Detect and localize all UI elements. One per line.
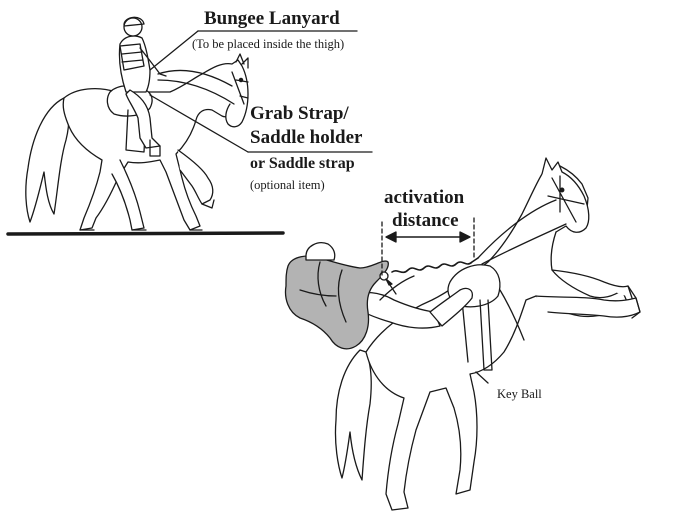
ground-line	[8, 233, 283, 234]
horse-body	[63, 66, 244, 230]
grab-strap-label: Grab Strap/	[250, 103, 349, 125]
distance-label: distance	[392, 210, 459, 232]
horse-eye	[239, 78, 242, 81]
horse-tail	[26, 98, 69, 222]
bungee-leader	[150, 31, 198, 70]
saddle-holder-label: Saddle holder	[250, 127, 362, 149]
rearing-horse-tail	[335, 350, 371, 480]
saddle-strap-label: or Saddle strap	[250, 155, 355, 173]
activation-label: activation	[384, 187, 464, 209]
optional-item-note: (optional item)	[250, 178, 325, 193]
activation-arrow-left	[386, 232, 396, 242]
rearing-horse-eye	[560, 188, 564, 192]
bungee-lanyard-label: Bungee Lanyard	[204, 8, 340, 30]
rearing-horse-illustration	[286, 158, 640, 510]
falling-rider-helmet	[306, 243, 335, 260]
horse-hind-leg	[112, 160, 144, 230]
key-ball-label: Key Ball	[497, 387, 542, 402]
bungee-lanyard-note: (To be placed inside the thigh)	[192, 37, 344, 52]
rider-head	[124, 18, 142, 36]
key-ball-leader	[476, 372, 488, 383]
activation-arrow-right	[460, 232, 470, 242]
key-ball-pointer-head	[386, 279, 392, 285]
key-ball	[380, 272, 388, 280]
